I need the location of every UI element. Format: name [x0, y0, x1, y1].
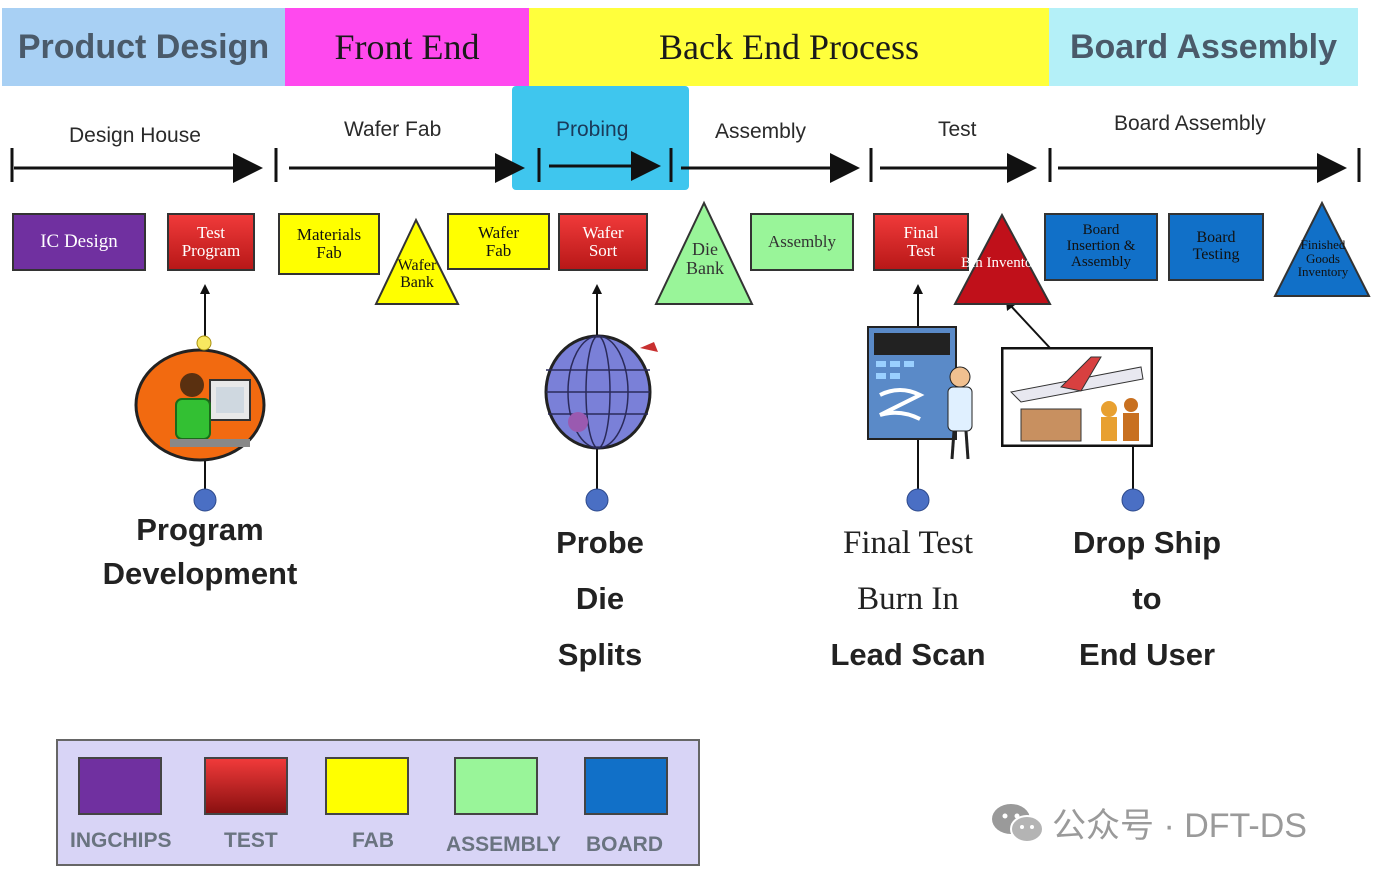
step-final-test: Final Test [873, 213, 969, 271]
band-board-assembly-label: Board Assembly [1069, 27, 1338, 66]
legend: INGCHIPS TEST FAB ASSEMBLY BOARD [56, 739, 700, 866]
band-board-assembly: Board Assembly [1049, 8, 1358, 86]
caption-probe-line3: Splits [557, 637, 643, 672]
bin-inventory-triangle [953, 212, 1052, 305]
band-back-end: Back End Process [529, 8, 1049, 86]
caption-program-line1: Program [136, 512, 264, 547]
legend-label-test: TEST [224, 829, 278, 852]
stage-assembly: Assembly [715, 120, 807, 143]
step-board-testing-label: Board Testing [1192, 229, 1240, 263]
die-bank-triangle [654, 200, 754, 305]
airplane-shipping-icon [1001, 347, 1153, 447]
step-board-insertion-label: Board Insertion & Assembly [1066, 222, 1136, 270]
person-at-computer-icon [134, 335, 266, 462]
legend-label-board: BOARD [586, 833, 663, 856]
step-wafer-sort-label: Wafer Sort [582, 223, 624, 260]
step-board-insertion: Board Insertion & Assembly [1044, 213, 1158, 281]
band-product-design-label: Product Design [17, 27, 270, 66]
legend-label-assembly: ASSEMBLY [446, 833, 561, 856]
step-test-program: Test Program [167, 213, 255, 271]
step-test-program-label: Test Program [181, 223, 241, 260]
caption-probe-line1: Probe [556, 525, 644, 560]
watermark: 公众号 · DFT-DS [990, 798, 1307, 847]
caption-drop-line3: End User [1078, 637, 1216, 672]
caption-drop-line2: to [1132, 581, 1162, 616]
step-finished-goods-label: Finished Goods Inventory [1297, 237, 1349, 280]
legend-swatch-ingchips [78, 757, 162, 815]
step-ic-design-label: IC Design [40, 231, 118, 253]
legend-label-fab: FAB [352, 829, 394, 852]
stage-design-house: Design House [69, 124, 201, 147]
caption-final-line2: Burn In [857, 581, 959, 617]
band-front-end: Front End [285, 8, 529, 86]
wechat-icon [992, 803, 1044, 843]
step-die-bank-label: Die Bank [686, 239, 724, 278]
caption-probe-die-splits: Probe Die Splits [500, 515, 700, 683]
stage-test: Test [938, 118, 977, 141]
stage-wafer-fab: Wafer Fab [344, 118, 442, 141]
step-wafer-sort: Wafer Sort [558, 213, 648, 271]
step-assembly: Assembly [750, 213, 854, 271]
step-board-testing: Board Testing [1168, 213, 1264, 281]
caption-final-line3: Lead Scan [830, 637, 986, 672]
finished-goods-triangle [1273, 200, 1371, 297]
stage-probing: Probing [556, 118, 629, 141]
caption-final-line1: Final Test [842, 525, 973, 561]
step-materials-fab-label: Materials Fab [296, 225, 362, 262]
caption-probe-line2: Die [575, 581, 625, 616]
legend-swatch-fab [325, 757, 409, 815]
caption-drop-ship: Drop Ship to End User [1036, 515, 1258, 683]
caption-program-line2: Development [102, 556, 298, 591]
globe-icon [544, 334, 658, 450]
band-back-end-label: Back End Process [659, 27, 919, 67]
caption-program-development: Program Development [60, 508, 340, 596]
step-wafer-fab: Wafer Fab [447, 213, 550, 270]
step-wafer-bank-label: Wafer Bank [397, 257, 437, 291]
wafer-bank-triangle [374, 217, 460, 305]
band-product-design: Product Design [2, 8, 285, 86]
test-equipment-icon [867, 326, 973, 460]
step-final-test-label: Final Test [903, 223, 939, 260]
legend-swatch-board [584, 757, 668, 815]
legend-label-ingchips: INGCHIPS [70, 829, 172, 852]
step-ic-design: IC Design [12, 213, 146, 271]
legend-swatch-assembly [454, 757, 538, 815]
step-bin-inventory-label: Bin Inventory [961, 255, 1045, 271]
stage-board-assembly: Board Assembly [1114, 112, 1266, 135]
step-assembly-label: Assembly [768, 232, 836, 252]
caption-final-test: Final Test Burn In Lead Scan [790, 515, 1026, 683]
legend-swatch-test [204, 757, 288, 815]
watermark-text: 公众号 · DFT-DS [1052, 807, 1307, 845]
band-front-end-label: Front End [334, 27, 480, 67]
step-materials-fab: Materials Fab [278, 213, 380, 275]
caption-drop-line1: Drop Ship [1072, 525, 1222, 560]
step-wafer-fab-label: Wafer Fab [477, 222, 520, 260]
